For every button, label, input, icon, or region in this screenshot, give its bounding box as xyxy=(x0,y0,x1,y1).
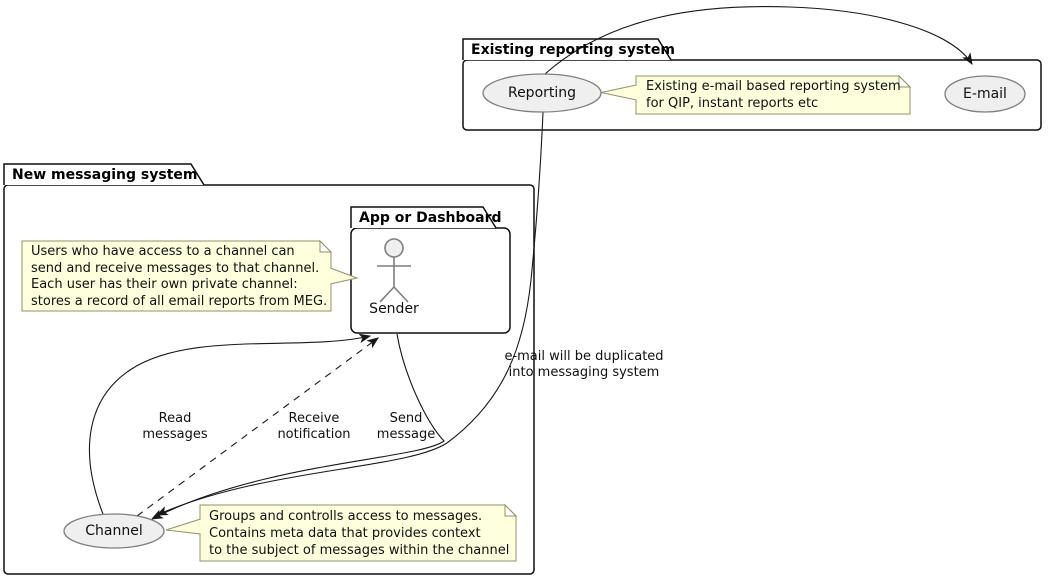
edge-label-email-duplicated: e-mail will be duplicated into messaging… xyxy=(504,349,664,380)
edge-label-send-message: Send message xyxy=(376,411,436,442)
note-line: Existing e-mail based reporting system xyxy=(646,79,901,94)
edge-label-read-messages: Read messages xyxy=(142,411,208,442)
edge-reporting-to-email xyxy=(544,6,973,75)
package-existing-tab xyxy=(462,38,672,61)
note-users-text: Users who have access to a channel can s… xyxy=(31,244,327,310)
email-usecase-ellipse xyxy=(944,75,1026,113)
package-messaging-tab xyxy=(3,163,205,186)
note-fold-icon xyxy=(504,503,518,517)
note-reporting xyxy=(600,74,912,115)
reporting-label: Reporting xyxy=(507,85,577,101)
note-fold-icon xyxy=(898,74,912,88)
note-line: for QIP, instant reports etc xyxy=(646,96,819,111)
edge-reporting-to-channel xyxy=(155,111,544,516)
email-label: E-mail xyxy=(963,86,1007,102)
channel-usecase-ellipse xyxy=(63,513,165,549)
note-line: Groups and controlls access to messages. xyxy=(209,509,483,524)
note-channel-connector xyxy=(165,518,201,535)
actor-sender-icon xyxy=(377,238,411,303)
note-line: Each user has their own private channel: xyxy=(31,277,298,292)
sender-label: Sender xyxy=(369,301,419,317)
edge-channel-to-sender-notify xyxy=(136,337,379,517)
edge-label-receive-notification: Receive notification xyxy=(277,411,351,442)
package-title-messaging: New messaging system xyxy=(12,167,198,183)
note-users-connector xyxy=(330,267,359,285)
reporting-usecase-ellipse xyxy=(482,73,602,113)
note-line: send and receive messages to that channe… xyxy=(31,260,320,276)
note-line: to the subject of messages within the ch… xyxy=(209,543,510,558)
note-channel-text: Groups and controlls access to messages.… xyxy=(209,508,509,559)
package-title-app: App or Dashboard xyxy=(359,210,502,226)
note-users xyxy=(21,239,359,312)
edge-sender-to-channel-send xyxy=(150,333,445,520)
note-line: Users who have access to a channel can xyxy=(31,244,295,259)
note-reporting-text: Existing e-mail based reporting system f… xyxy=(646,78,901,112)
note-line: stores a record of all email reports fro… xyxy=(31,293,328,309)
package-title-existing: Existing reporting system xyxy=(471,42,675,58)
package-app-body xyxy=(350,227,511,334)
note-channel xyxy=(165,503,518,562)
channel-label: Channel xyxy=(85,523,143,539)
edge-channel-to-sender-read xyxy=(88,333,372,515)
note-line: Contains meta data that provides context xyxy=(209,526,481,541)
package-app-tab xyxy=(350,206,497,229)
note-fold-icon xyxy=(319,239,333,253)
